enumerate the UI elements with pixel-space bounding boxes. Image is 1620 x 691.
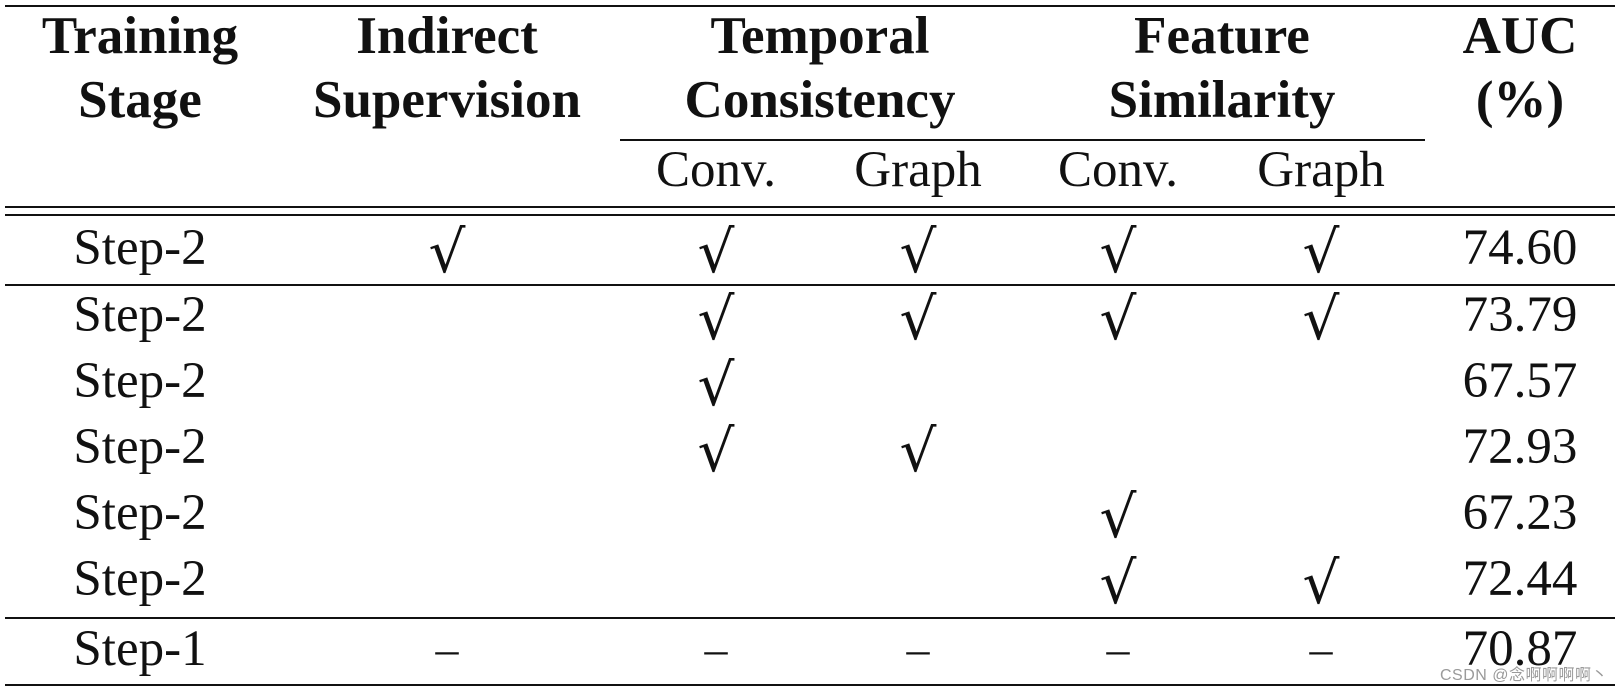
table-row-6-fs-graph: – [1309,623,1333,674]
table-row-1-fs-graph: √ [1302,285,1340,353]
header-double-rule-bottom [5,214,1615,216]
table-row-0-indirect: √ [428,218,466,286]
top-rule [5,5,1615,7]
table-row-5-fs-graph: √ [1302,549,1340,617]
table-row-1-tc-conv: √ [697,285,735,353]
table-row-6-tc-conv: – [704,623,728,674]
table-row-0-fs-conv: √ [1099,218,1137,286]
table-row-5-auc: 72.44 [1462,551,1578,607]
table-row-4-auc: 67.23 [1462,485,1578,541]
table-row-6-tc-graph: – [906,623,930,674]
header-feature-similarity: Feature Similarity [1108,7,1336,129]
subheader-feature-conv: Conv. [1058,142,1178,198]
table-row-6-auc: 70.87 [1462,621,1578,677]
table-row-2-auc: 67.57 [1462,353,1578,409]
header-auc: AUC (%) [1462,7,1578,129]
table-row-6-stage: Step-1 [73,621,207,677]
table-row-0-tc-graph: √ [899,218,937,286]
group-rule-feature [1040,139,1425,141]
table-row-4-stage: Step-2 [73,485,207,541]
header-double-rule-top [5,206,1615,208]
table-row-6-fs-conv: – [1106,623,1130,674]
table-row-0-auc: 74.60 [1462,220,1578,276]
table-row-2-stage: Step-2 [73,353,207,409]
table-row-6-indirect: – [435,623,459,674]
header-training-stage: Training Stage [41,7,239,129]
subheader-temporal-graph: Graph [854,142,982,198]
header-temporal-consistency: Temporal Consistency [684,7,956,129]
table-row-0-tc-conv: √ [697,218,735,286]
table-row-4-fs-conv: √ [1099,483,1137,551]
bottom-rule [5,684,1615,686]
table-row-3-tc-graph: √ [899,417,937,485]
table-row-1-fs-conv: √ [1099,285,1137,353]
subheader-feature-graph: Graph [1257,142,1385,198]
header-indirect-supervision: Indirect Supervision [312,7,582,129]
table-row-1-tc-graph: √ [899,285,937,353]
subheader-temporal-conv: Conv. [656,142,776,198]
table-row-3-stage: Step-2 [73,419,207,475]
table-row-5-fs-conv: √ [1099,549,1137,617]
group-rule-temporal [620,139,1040,141]
table-row-2-tc-conv: √ [697,351,735,419]
row-rule-1 [5,284,1615,286]
table-row-1-auc: 73.79 [1462,287,1578,343]
table-row-5-stage: Step-2 [73,551,207,607]
table-row-0-fs-graph: √ [1302,218,1340,286]
table-row-3-auc: 72.93 [1462,419,1578,475]
watermark: CSDN @念啊啊啊啊丶 [1439,667,1608,684]
table-row-3-tc-conv: √ [697,417,735,485]
table-row-0-stage: Step-2 [73,220,207,276]
row-rule-2 [5,617,1615,619]
table-row-1-stage: Step-2 [73,287,207,343]
